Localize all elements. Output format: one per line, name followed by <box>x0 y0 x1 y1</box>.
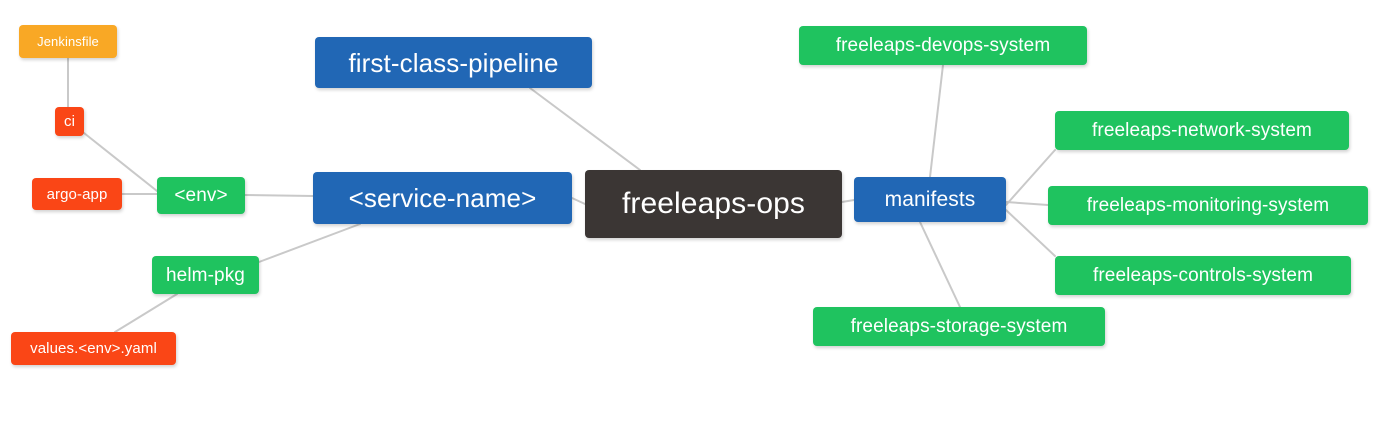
edge-helm-pkg-to-values-env-yaml <box>114 293 178 333</box>
node-label: Jenkinsfile <box>37 34 99 49</box>
node-label: manifests <box>884 188 976 211</box>
node-freeleaps-devops-system[interactable]: freeleaps-devops-system <box>799 26 1087 65</box>
edge-service-name-to-helm-pkg <box>258 223 361 263</box>
node-freeleaps-controls-system[interactable]: freeleaps-controls-system <box>1055 256 1351 295</box>
node-values-env-yaml[interactable]: values.<env>.yaml <box>11 332 176 365</box>
edge-freeleaps-ops-to-first-class-pipeline <box>529 87 641 171</box>
node-label: <env> <box>174 185 228 206</box>
node-freeleaps-network-system[interactable]: freeleaps-network-system <box>1055 111 1349 150</box>
node-label: freeleaps-storage-system <box>850 316 1068 337</box>
node-label: <service-name> <box>348 183 537 213</box>
node-freeleaps-monitoring-system[interactable]: freeleaps-monitoring-system <box>1048 186 1368 225</box>
node-label: freeleaps-network-system <box>1092 120 1312 141</box>
node-freeleaps-storage-system[interactable]: freeleaps-storage-system <box>813 307 1105 346</box>
node-label: freeleaps-devops-system <box>835 35 1051 56</box>
node-label: freeleaps-monitoring-system <box>1086 195 1330 216</box>
node-jenkinsfile[interactable]: Jenkinsfile <box>19 25 117 58</box>
node-label: freeleaps-controls-system <box>1092 265 1314 286</box>
edge-freeleaps-ops-to-manifests <box>841 199 855 203</box>
node-env[interactable]: <env> <box>157 177 245 214</box>
node-first-class-pipeline[interactable]: first-class-pipeline <box>315 37 592 88</box>
node-ci[interactable]: ci <box>55 107 84 136</box>
node-label: ci <box>63 113 76 130</box>
node-label: first-class-pipeline <box>348 47 559 78</box>
node-helm-pkg[interactable]: helm-pkg <box>152 256 259 294</box>
node-argo-app[interactable]: argo-app <box>32 178 122 210</box>
node-label: values.<env>.yaml <box>30 340 157 357</box>
node-label: helm-pkg <box>166 264 245 286</box>
node-freeleaps-ops[interactable]: freeleaps-ops <box>585 170 842 238</box>
edge-manifests-to-freeleaps-monitoring-system <box>1005 201 1049 206</box>
edge-service-name-to-env <box>244 194 314 197</box>
node-label: argo-app <box>46 185 108 203</box>
edge-manifests-to-freeleaps-storage-system <box>919 221 961 308</box>
edge-manifests-to-freeleaps-devops-system <box>929 64 944 178</box>
node-service-name[interactable]: <service-name> <box>313 172 572 224</box>
edge-freeleaps-ops-to-service-name <box>571 197 586 205</box>
node-manifests[interactable]: manifests <box>854 177 1006 222</box>
node-label: freeleaps-ops <box>621 187 806 220</box>
